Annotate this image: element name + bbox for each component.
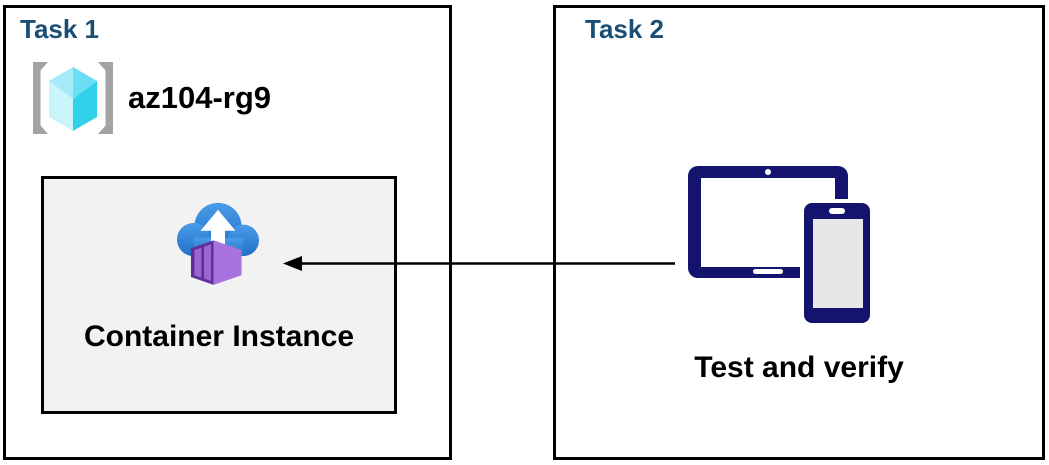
resource-group-icon — [33, 62, 113, 134]
speaker-slot-icon — [829, 208, 845, 214]
home-button-icon — [753, 269, 783, 274]
container-instance-label: Container Instance — [83, 320, 355, 353]
test-verify-label: Test and verify — [694, 351, 904, 384]
camera-dot-icon — [765, 169, 771, 175]
task2-box: Task 2 Test and verify — [553, 5, 1045, 460]
task2-title: Task 2 — [585, 14, 665, 44]
upload-arrow-icon — [200, 209, 236, 254]
phone-icon — [804, 203, 870, 323]
container-box-icon — [190, 240, 242, 285]
task1-title: Task 1 — [20, 14, 100, 44]
resource-group-name: az104-rg9 — [128, 80, 272, 115]
container-instance-icon — [176, 202, 260, 285]
container-instance-card: Container Instance — [41, 176, 397, 414]
task1-box: Task 1 az104-rg9 — [3, 5, 452, 460]
phone-screen — [813, 219, 863, 308]
